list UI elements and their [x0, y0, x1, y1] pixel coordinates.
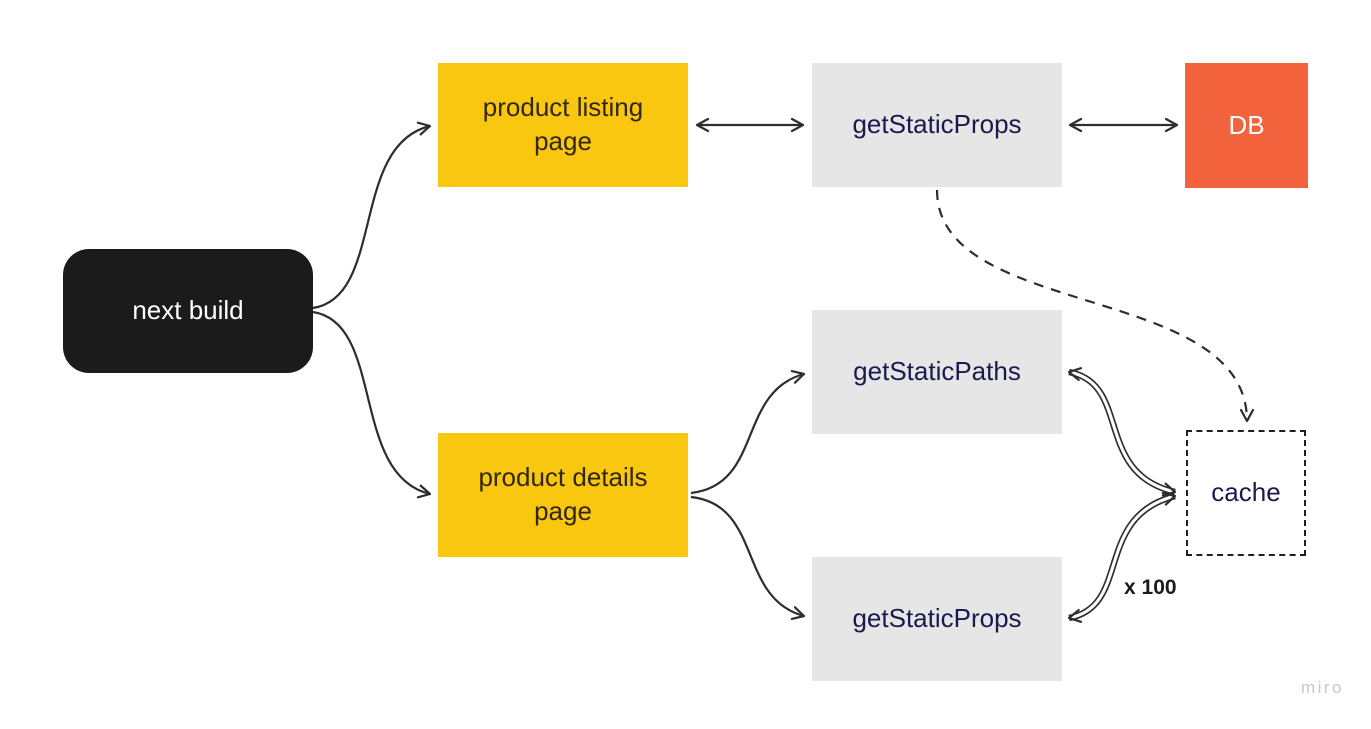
- node-get-static-props-bottom-label: getStaticProps: [852, 603, 1022, 634]
- multiplier-annotation: x 100: [1124, 576, 1177, 599]
- connector-nextbuild-to-productdetails[interactable]: [312, 310, 432, 499]
- node-get-static-paths-label: getStaticPaths: [853, 356, 1021, 387]
- node-get-static-props-top[interactable]: getStaticProps: [812, 63, 1062, 187]
- node-next-build[interactable]: next build: [63, 249, 313, 373]
- node-get-static-props-bottom[interactable]: getStaticProps: [812, 557, 1062, 681]
- node-db-label: DB: [1228, 109, 1265, 140]
- node-cache-label: cache: [1211, 477, 1281, 508]
- node-db[interactable]: DB: [1185, 63, 1308, 188]
- node-get-static-paths[interactable]: getStaticPaths: [812, 310, 1062, 434]
- node-cache[interactable]: cache: [1186, 430, 1306, 556]
- connector-productdetails-to-getstaticprops[interactable]: [690, 495, 806, 621]
- connector-productdetails-to-getstaticpaths[interactable]: [690, 369, 806, 495]
- miro-watermark-logo: miro: [1300, 678, 1344, 697]
- connector-nextbuild-to-productlisting[interactable]: [312, 121, 432, 310]
- node-product-listing-page[interactable]: product listing page: [438, 63, 688, 187]
- node-next-build-label: next build: [132, 295, 244, 326]
- connector-getstaticpaths-cache[interactable]: [1067, 367, 1177, 497]
- node-get-static-props-top-label: getStaticProps: [852, 109, 1022, 140]
- node-product-listing-page-label: product listing page: [482, 92, 644, 156]
- node-product-details-page[interactable]: product details page: [438, 433, 688, 557]
- node-product-details-page-label: product details page: [478, 462, 648, 526]
